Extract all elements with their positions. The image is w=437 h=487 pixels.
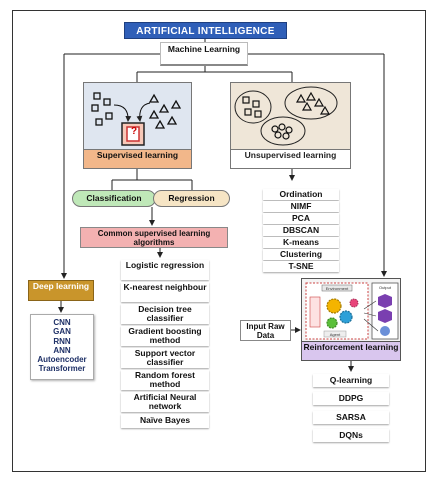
common-supervised-algorithms-box: Common supervised learning algorithms (80, 227, 228, 248)
rl-algo-ddpg: DDPG (313, 392, 389, 405)
input-raw-data-box: Input Raw Data (240, 320, 291, 341)
deep-model-cnn: CNN (53, 318, 71, 327)
sup-algo-decision-tree: Decision tree classifier (121, 304, 209, 324)
unsup-algo-ordination: Ordination (263, 189, 339, 200)
machine-learning-box: Machine Learning (160, 42, 248, 66)
deep-model-ann: ANN (53, 345, 71, 355)
unsup-algo-tsne: T-SNE (263, 261, 339, 272)
rl-output-label: Output (379, 285, 392, 290)
deep-model-gan: GAN (53, 327, 71, 337)
unsup-algo-dbscan: DBSCAN (263, 225, 339, 236)
reinforcement-learning-label: Reinforcement learning (301, 342, 401, 361)
deep-model-autoencoder: Autoencoder (37, 355, 87, 365)
sup-algo-knn: K-nearest neighbour (121, 282, 209, 302)
rl-algo-sarsa: SARSA (313, 411, 389, 424)
regression-pill: Regression (153, 190, 230, 207)
sup-algo-gradient-boosting: Gradient boosting method (121, 326, 209, 346)
reinforcement-gears-illustration: Environment Output Agent (305, 282, 399, 340)
deep-model-rnn: RNN (53, 336, 71, 346)
rl-algo-q-learning: Q-learning (313, 374, 389, 387)
supervised-shapes-illustration (91, 92, 182, 146)
title-ai: ARTIFICIAL INTELLIGENCE (124, 22, 287, 39)
unsupervised-clusters-illustration (234, 86, 338, 146)
deep-models-list: CNN GAN RNN ANN Autoencoder Transformer (30, 314, 94, 380)
sup-algo-svc: Support vector classifier (121, 348, 209, 368)
classification-pill: Classification (72, 190, 156, 207)
unsup-algo-kmeans: K-means (263, 237, 339, 248)
reinforcement-illustration: Environment Output Agent (301, 278, 401, 342)
supervised-illustration (83, 82, 192, 150)
unsup-algo-pca: PCA (263, 213, 339, 224)
unsupervised-learning-label: Unsupervised learning (230, 150, 351, 169)
deep-model-transformer: Transformer (38, 364, 86, 374)
question-icon: ? (130, 126, 138, 137)
rl-environment-label: Environment (326, 286, 349, 291)
sup-algo-ann: Artificial Neural network (121, 392, 209, 412)
supervised-learning-label: Supervised learning (83, 150, 192, 169)
sup-algo-naive-bayes: Naïve Bayes (121, 414, 209, 428)
unsup-algo-nimf: NIMF (263, 201, 339, 212)
rl-agent-label: Agent (330, 332, 341, 337)
sup-algo-random-forest: Random forest method (121, 370, 209, 390)
rl-algo-dqns: DQNs (313, 429, 389, 442)
deep-learning-box: Deep learning (28, 280, 94, 301)
sup-algo-logistic-regression: Logistic regression (121, 260, 209, 280)
unsupervised-illustration (230, 82, 351, 150)
unsup-algo-clustering: Clustering (263, 249, 339, 260)
